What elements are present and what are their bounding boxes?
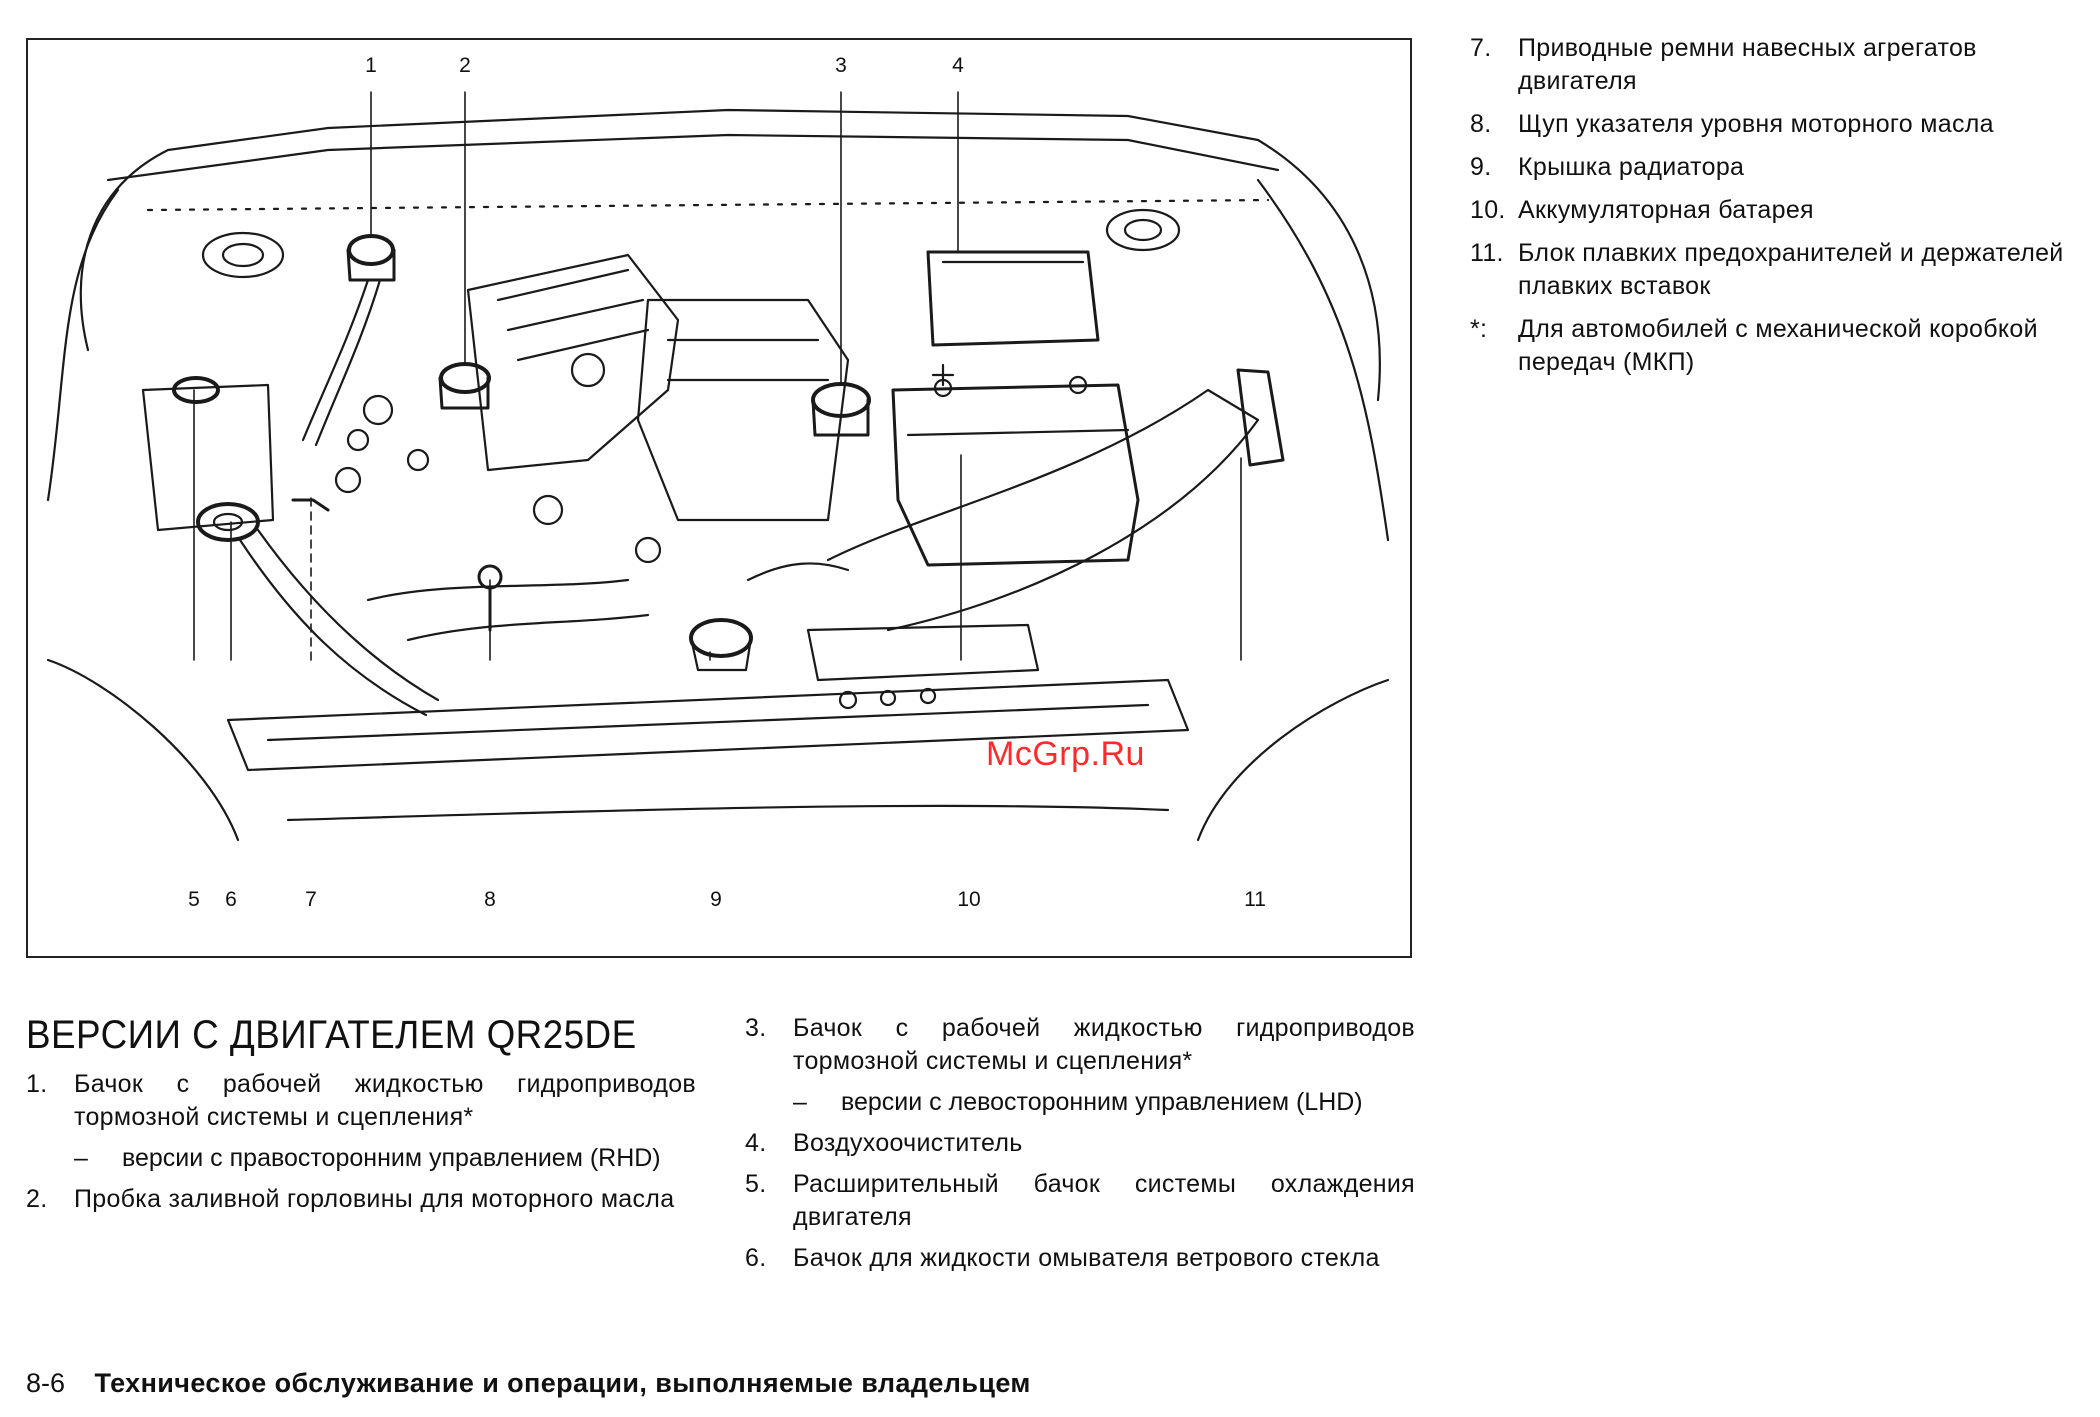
callout-4: 4 — [952, 54, 964, 77]
item-text: Воздухоочиститель — [793, 1129, 1023, 1157]
right-column-list: 7. Приводные ремни навесных агрегатов дв… — [1470, 32, 2070, 389]
item-text: Бачок для жидкости омывателя ветрового с… — [793, 1244, 1380, 1272]
item-text: Крышка радиатора — [1518, 153, 1745, 181]
engine-bay-figure: 1 2 3 4 5 6 7 8 9 10 11 McGrp.Ru — [26, 38, 1412, 958]
list-item: 11. Блок плавких предохранителей и держа… — [1470, 237, 2070, 303]
sub-item-dash: – — [793, 1088, 807, 1116]
item-number: 9. — [1470, 153, 1492, 181]
list-item: 4. Воздухоочиститель — [745, 1127, 1415, 1160]
sub-item: – версии с левосторонним управлением (LH… — [745, 1086, 1415, 1119]
list-item: 9. Крышка радиатора — [1470, 151, 2070, 184]
list-item: 6. Бачок для жидкости омывателя ветровог… — [745, 1242, 1415, 1275]
list-item: 7. Приводные ремни навесных агрегатов дв… — [1470, 32, 2070, 98]
item-number: 5. — [745, 1170, 767, 1198]
sub-item-dash: – — [74, 1144, 88, 1172]
footnote-item: *: Для автомобилей с механической коробк… — [1470, 313, 2070, 379]
text-column-middle: 3. Бачок с рабочей жидкостью гидропривод… — [745, 1012, 1415, 1283]
list-item: 1. Бачок с рабочей жидкостью гидропривод… — [26, 1068, 696, 1134]
section-title: ВЕРСИИ С ДВИГАТЕЛЕМ QR25DE — [26, 1013, 637, 1057]
callout-9: 9 — [710, 888, 722, 911]
item-number: 7. — [1470, 34, 1492, 62]
item-number: 2. — [26, 1185, 48, 1213]
list-item: 8. Щуп указателя уровня моторного масла — [1470, 108, 2070, 141]
item-text: Аккумуляторная батарея — [1518, 196, 1814, 224]
item-number: 6. — [745, 1244, 767, 1272]
callout-2: 2 — [459, 54, 471, 77]
callout-7: 7 — [305, 888, 317, 911]
footnote-text: Для автомобилей с механической коробкой … — [1518, 315, 2038, 376]
list-item: 3. Бачок с рабочей жидкостью гидропривод… — [745, 1012, 1415, 1078]
item-text: Бачок с рабочей жидкостью гидроприводов … — [793, 1014, 1415, 1075]
item-text: Пробка заливной горловины для моторного … — [74, 1185, 675, 1213]
item-text: Приводные ремни навесных агрегатов двига… — [1518, 34, 1977, 95]
callout-1: 1 — [365, 54, 377, 77]
list-item: 10. Аккумуляторная батарея — [1470, 194, 2070, 227]
callout-3: 3 — [835, 54, 847, 77]
item-number: 8. — [1470, 110, 1492, 138]
callout-6: 6 — [225, 888, 237, 911]
callout-8: 8 — [484, 888, 496, 911]
sub-item: – версии с правосторонним управлением (R… — [26, 1142, 696, 1175]
item-text: Щуп указателя уровня моторного масла — [1518, 110, 1994, 138]
footer-title: Техническое обслуживание и операции, вып… — [94, 1368, 1031, 1398]
sub-item-text: версии с левосторонним управлением (LHD) — [841, 1088, 1363, 1116]
sub-item-text: версии с правосторонним управлением (RHD… — [122, 1144, 661, 1172]
item-number: 3. — [745, 1014, 767, 1042]
callout-11: 11 — [1244, 888, 1266, 911]
text-column-left: 1. Бачок с рабочей жидкостью гидропривод… — [26, 1068, 696, 1224]
item-text: Расширительный бачок системы охлаждения … — [793, 1170, 1415, 1231]
item-number: 10. — [1470, 196, 1506, 224]
footnote-mark: *: — [1470, 315, 1488, 343]
callout-5: 5 — [188, 888, 200, 911]
callout-10: 10 — [957, 888, 981, 911]
item-text: Бачок с рабочей жидкостью гидроприводов … — [74, 1070, 696, 1131]
item-number: 4. — [745, 1129, 767, 1157]
item-number: 11. — [1470, 239, 1504, 267]
engine-bay-illustration — [46, 91, 1390, 842]
item-number: 1. — [26, 1070, 48, 1098]
watermark: McGrp.Ru — [986, 735, 1145, 773]
page-footer: 8-6 Техническое обслуживание и операции,… — [26, 1368, 1031, 1399]
page-number: 8-6 — [26, 1368, 66, 1398]
item-text: Блок плавких предохранителей и держателе… — [1518, 239, 2064, 300]
list-item: 2. Пробка заливной горловины для моторно… — [26, 1183, 696, 1216]
list-item: 5. Расширительный бачок системы охлажден… — [745, 1168, 1415, 1234]
